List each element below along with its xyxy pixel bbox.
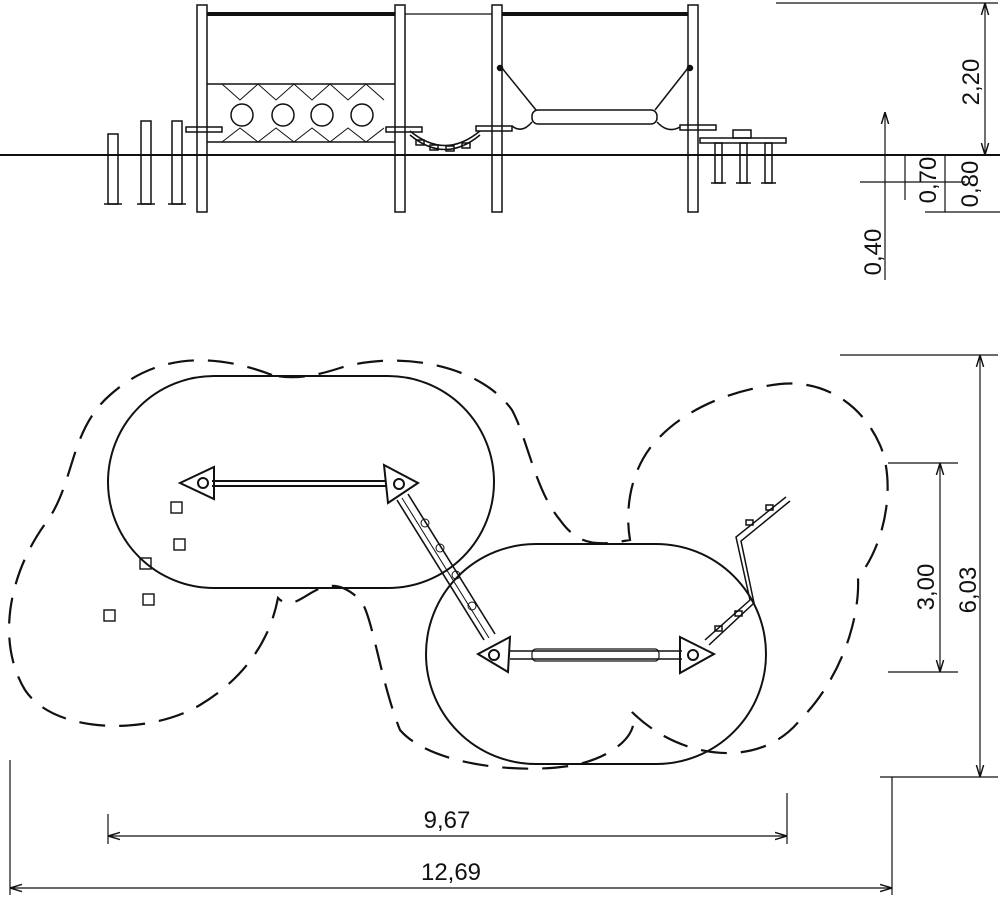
- plan-dimensions: [9, 354, 998, 895]
- footprint-oval-right: [425, 543, 767, 765]
- dim-zone-width-inner: 3,00: [913, 564, 940, 611]
- dim-zone-width-outer: 6,03: [955, 567, 982, 614]
- footprint-oval-left: [107, 375, 495, 589]
- elevation-dimensions: [776, 2, 1000, 280]
- plan-view: [7, 359, 889, 770]
- stepping-posts: [104, 120, 186, 205]
- dim-rail-height: 0,80: [957, 161, 984, 208]
- main-posts: [196, 4, 699, 213]
- plan-bridges: [212, 480, 682, 662]
- dim-foundation-depth: 0,40: [860, 229, 887, 276]
- dim-length-outer: 12,69: [421, 859, 481, 886]
- side-elevation-view: [0, 4, 1000, 213]
- tube-bridge: [496, 64, 694, 131]
- safety-zone-left: [7, 359, 889, 770]
- plan-posts: [177, 463, 717, 675]
- balance-rail: [699, 129, 787, 184]
- climbing-net-panel: [207, 83, 395, 143]
- rope-bridge: [409, 130, 481, 152]
- dim-height-total: 2,20: [958, 59, 985, 106]
- dim-length-inner: 9,67: [424, 807, 471, 834]
- platform-left: [185, 126, 223, 133]
- platform-mid-left: [385, 126, 423, 133]
- dim-platform-height: 0,70: [915, 157, 942, 204]
- platform-mid-right: [475, 125, 513, 132]
- plan-stepping-posts: [103, 501, 186, 622]
- plan-balance-rail: [704, 496, 791, 646]
